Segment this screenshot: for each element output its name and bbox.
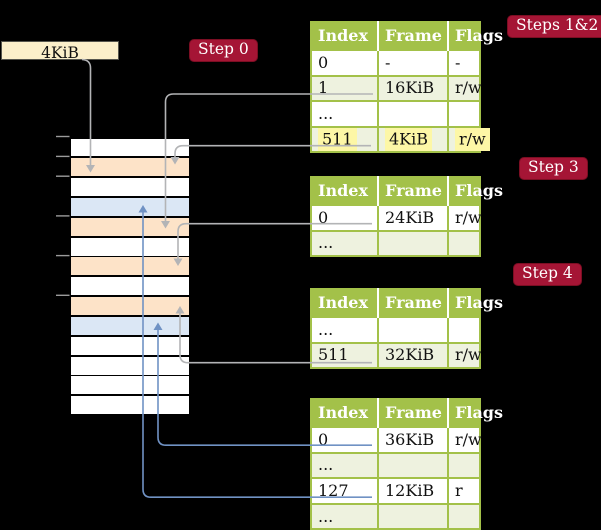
table-cell: 511 — [310, 341, 379, 370]
table-row: ... — [310, 502, 481, 530]
table-cell: r/w — [447, 74, 482, 103]
table-cell: 32KiB — [377, 341, 449, 370]
table-cell — [447, 451, 481, 480]
frame-address-text: 4KiB — [41, 44, 79, 62]
memory-frame-free — [71, 336, 189, 355]
table-row: ... — [310, 229, 481, 258]
table-cell — [447, 100, 481, 128]
table-cell: - — [447, 49, 481, 77]
badge-step-3: Step 3 — [519, 157, 588, 181]
memory-frame-free — [71, 396, 189, 415]
memory-frame-page — [71, 197, 189, 216]
badge-steps-1-2: Steps 1&2 — [507, 15, 601, 39]
memory-frame-table — [71, 257, 189, 276]
table-cell: r/w — [447, 125, 490, 154]
table-cell: 0 — [310, 204, 379, 232]
column-header-index: Index — [311, 22, 378, 50]
highlighted-value: 511 — [318, 128, 357, 152]
table-cell: 16KiB — [377, 74, 449, 103]
table-cell — [377, 316, 449, 344]
memory-frame-table — [71, 217, 189, 236]
column-header-frame: Frame — [377, 22, 448, 50]
memory-frame-page — [71, 316, 189, 335]
table-cell: 24KiB — [377, 204, 449, 232]
column-header-flags: Flags — [447, 399, 503, 427]
table-cell: ... — [310, 502, 379, 530]
column-header-index: Index — [311, 177, 378, 205]
table-cell: 1 — [310, 74, 379, 103]
badge-step-4: Step 4 — [513, 263, 582, 287]
memory-frame-table — [71, 297, 189, 316]
table-cell: - — [377, 49, 449, 77]
table-cell: 36KiB — [377, 426, 449, 454]
memory-column — [69, 136, 191, 417]
column-header-frame: Frame — [377, 289, 448, 317]
column-header-frame: Frame — [377, 177, 448, 205]
frame-address-label: 4KiB — [1, 41, 119, 62]
table-cell: ... — [310, 316, 379, 344]
table-row: 0-- — [310, 49, 481, 77]
column-header-flags: Flags — [447, 289, 503, 317]
memory-frame-free — [71, 138, 189, 157]
table-cell: ... — [310, 229, 379, 258]
table-cell: r/w — [447, 426, 482, 454]
memory-frame-free — [71, 376, 189, 395]
table-cell: 511 — [310, 125, 379, 154]
table-row: 511 4KiB r/w — [310, 125, 490, 154]
column-header-index: Index — [311, 289, 378, 317]
table-row: ... — [310, 316, 481, 344]
table-cell — [377, 229, 449, 258]
table-cell: ... — [310, 100, 379, 128]
column-header-index: Index — [311, 399, 378, 427]
badge-step-0: Step 0 — [189, 39, 258, 63]
highlighted-value: r/w — [455, 128, 490, 152]
memory-frame-free — [71, 237, 189, 256]
column-header-flags: Flags — [447, 22, 503, 50]
memory-frame-table — [71, 158, 189, 177]
memory-frame-free — [71, 356, 189, 375]
table-row: ... — [310, 100, 481, 128]
table-cell — [447, 316, 481, 344]
table-cell: r — [447, 477, 481, 505]
column-header-frame: Frame — [377, 399, 448, 427]
column-header-flags: Flags — [447, 177, 503, 205]
table-cell: 0 — [310, 426, 379, 454]
table-cell: 12KiB — [377, 477, 449, 505]
table-cell — [447, 229, 481, 258]
highlighted-value: 4KiB — [385, 128, 433, 152]
table-cell: r/w — [447, 204, 482, 232]
table-cell: r/w — [447, 341, 482, 370]
table-cell — [447, 502, 481, 530]
table-cell: ... — [310, 451, 379, 480]
table-cell — [377, 100, 449, 128]
memory-frame-free — [71, 277, 189, 296]
memory-frame-free — [71, 178, 189, 197]
table-cell — [377, 451, 449, 480]
table-cell — [377, 502, 449, 530]
table-cell: 4KiB — [377, 125, 449, 154]
table-cell: 0 — [310, 49, 379, 77]
table-cell: 127 — [310, 477, 379, 505]
table-row: ... — [310, 451, 481, 480]
